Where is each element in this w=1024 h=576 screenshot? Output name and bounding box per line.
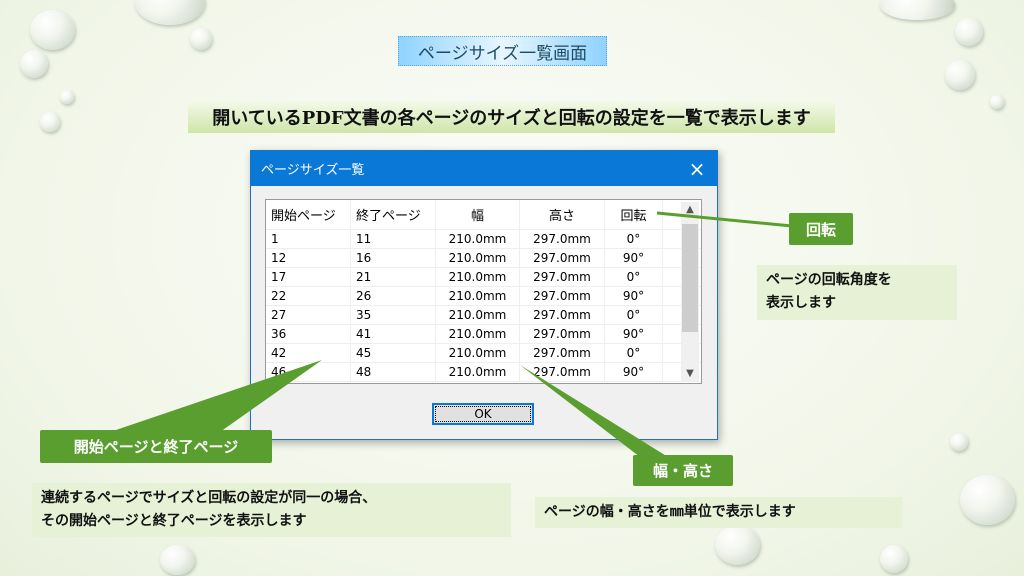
cell-end-page: 11 xyxy=(351,230,436,248)
desc-line: ページの回転角度を xyxy=(766,272,892,288)
cell-width: 210.0mm xyxy=(436,344,520,362)
cell-width: 210.0mm xyxy=(436,268,520,286)
desc-line: ページの幅・高さを㎜単位で表示します xyxy=(544,504,796,520)
water-drop xyxy=(160,545,195,575)
cell-end-page: 35 xyxy=(351,306,436,324)
column-header-height[interactable]: 高さ xyxy=(520,200,605,229)
cell-height: 297.0mm xyxy=(520,344,605,362)
cell-rotation: 0° xyxy=(605,230,663,248)
cell-rotation: 0° xyxy=(605,268,663,286)
cell-height: 297.0mm xyxy=(520,363,605,381)
cell-start-page: 42 xyxy=(266,344,351,362)
water-drop xyxy=(880,0,955,20)
cell-start-page: 46 xyxy=(266,363,351,381)
desc-line: 連続するページでサイズと回転の設定が同一の場合、 xyxy=(41,490,377,506)
chevron-down-icon[interactable]: ▼ xyxy=(686,368,694,379)
cell-width: 210.0mm xyxy=(436,325,520,343)
cell-start-page: 27 xyxy=(266,306,351,324)
cell-end-page: 45 xyxy=(351,344,436,362)
cell-rotation: 0° xyxy=(605,344,663,362)
rotation-callout: 回転 xyxy=(789,213,853,245)
chevron-up-icon[interactable]: ▲ xyxy=(686,204,694,215)
cell-height: 297.0mm xyxy=(520,287,605,305)
column-header-width[interactable]: 幅 xyxy=(436,200,520,229)
cell-height: 297.0mm xyxy=(520,268,605,286)
cell-width: 210.0mm xyxy=(436,230,520,248)
water-drop xyxy=(60,90,74,104)
water-drop xyxy=(945,60,975,90)
cell-end-page: 26 xyxy=(351,287,436,305)
cell-height: 297.0mm xyxy=(520,306,605,324)
cell-start-page: 1 xyxy=(266,230,351,248)
scrollbar-thumb[interactable] xyxy=(682,224,698,332)
desc-line: その開始ページと終了ページを表示します xyxy=(41,513,307,529)
ok-button[interactable]: OK xyxy=(432,403,534,425)
size-callout: 幅・高さ xyxy=(633,455,733,486)
dialog-title: ページサイズ一覧 xyxy=(261,163,365,178)
water-drop xyxy=(990,95,1004,109)
cell-rotation: 90° xyxy=(605,325,663,343)
cell-start-page: 22 xyxy=(266,287,351,305)
cell-start-page: 17 xyxy=(266,268,351,286)
cell-width: 210.0mm xyxy=(436,306,520,324)
water-drop xyxy=(955,18,983,46)
pages-callout: 開始ページと終了ページ xyxy=(40,430,272,463)
cell-width: 210.0mm xyxy=(436,287,520,305)
cell-height: 297.0mm xyxy=(520,325,605,343)
column-header-rotation[interactable]: 回転 xyxy=(605,200,663,229)
desc-line: 表示します xyxy=(766,295,836,311)
water-drop xyxy=(20,50,48,78)
cell-start-page: 36 xyxy=(266,325,351,343)
slide-title: ページサイズ一覧画面 xyxy=(398,36,607,66)
list-header: 開始ページ 終了ページ 幅 高さ 回転 xyxy=(266,200,701,230)
size-description: ページの幅・高さを㎜単位で表示します xyxy=(535,497,902,528)
column-header-end-page[interactable]: 終了ページ xyxy=(351,200,436,229)
cell-width: 210.0mm xyxy=(436,363,520,381)
water-drop xyxy=(40,112,60,132)
water-drop xyxy=(135,0,205,25)
cell-rotation: 90° xyxy=(605,249,663,267)
cell-end-page: 41 xyxy=(351,325,436,343)
water-drop xyxy=(880,545,908,573)
water-drop xyxy=(30,10,75,50)
cell-rotation: 90° xyxy=(605,287,663,305)
rotation-description: ページの回転角度を 表示します xyxy=(757,265,957,320)
cell-start-page: 12 xyxy=(266,249,351,267)
vertical-scrollbar[interactable]: ▲ ▼ xyxy=(681,202,699,381)
cell-rotation: 0° xyxy=(605,306,663,324)
cell-height: 297.0mm xyxy=(520,249,605,267)
water-drop xyxy=(960,475,1015,525)
cell-width: 210.0mm xyxy=(436,249,520,267)
pages-description: 連続するページでサイズと回転の設定が同一の場合、 その開始ページと終了ページを表… xyxy=(32,483,511,537)
cell-end-page: 21 xyxy=(351,268,436,286)
cell-end-page: 16 xyxy=(351,249,436,267)
column-header-start-page[interactable]: 開始ページ xyxy=(266,200,351,229)
cell-end-page: 48 xyxy=(351,363,436,381)
cell-rotation: 90° xyxy=(605,363,663,381)
cell-height: 297.0mm xyxy=(520,230,605,248)
water-drop xyxy=(715,525,760,565)
close-icon[interactable]: × xyxy=(688,156,706,181)
dialog-titlebar: ページサイズ一覧 × xyxy=(251,151,717,186)
water-drop xyxy=(190,28,212,50)
water-drop xyxy=(950,433,968,451)
slide-subtitle: 開いているPDF文書の各ページのサイズと回転の設定を一覧で表示します xyxy=(188,101,835,133)
